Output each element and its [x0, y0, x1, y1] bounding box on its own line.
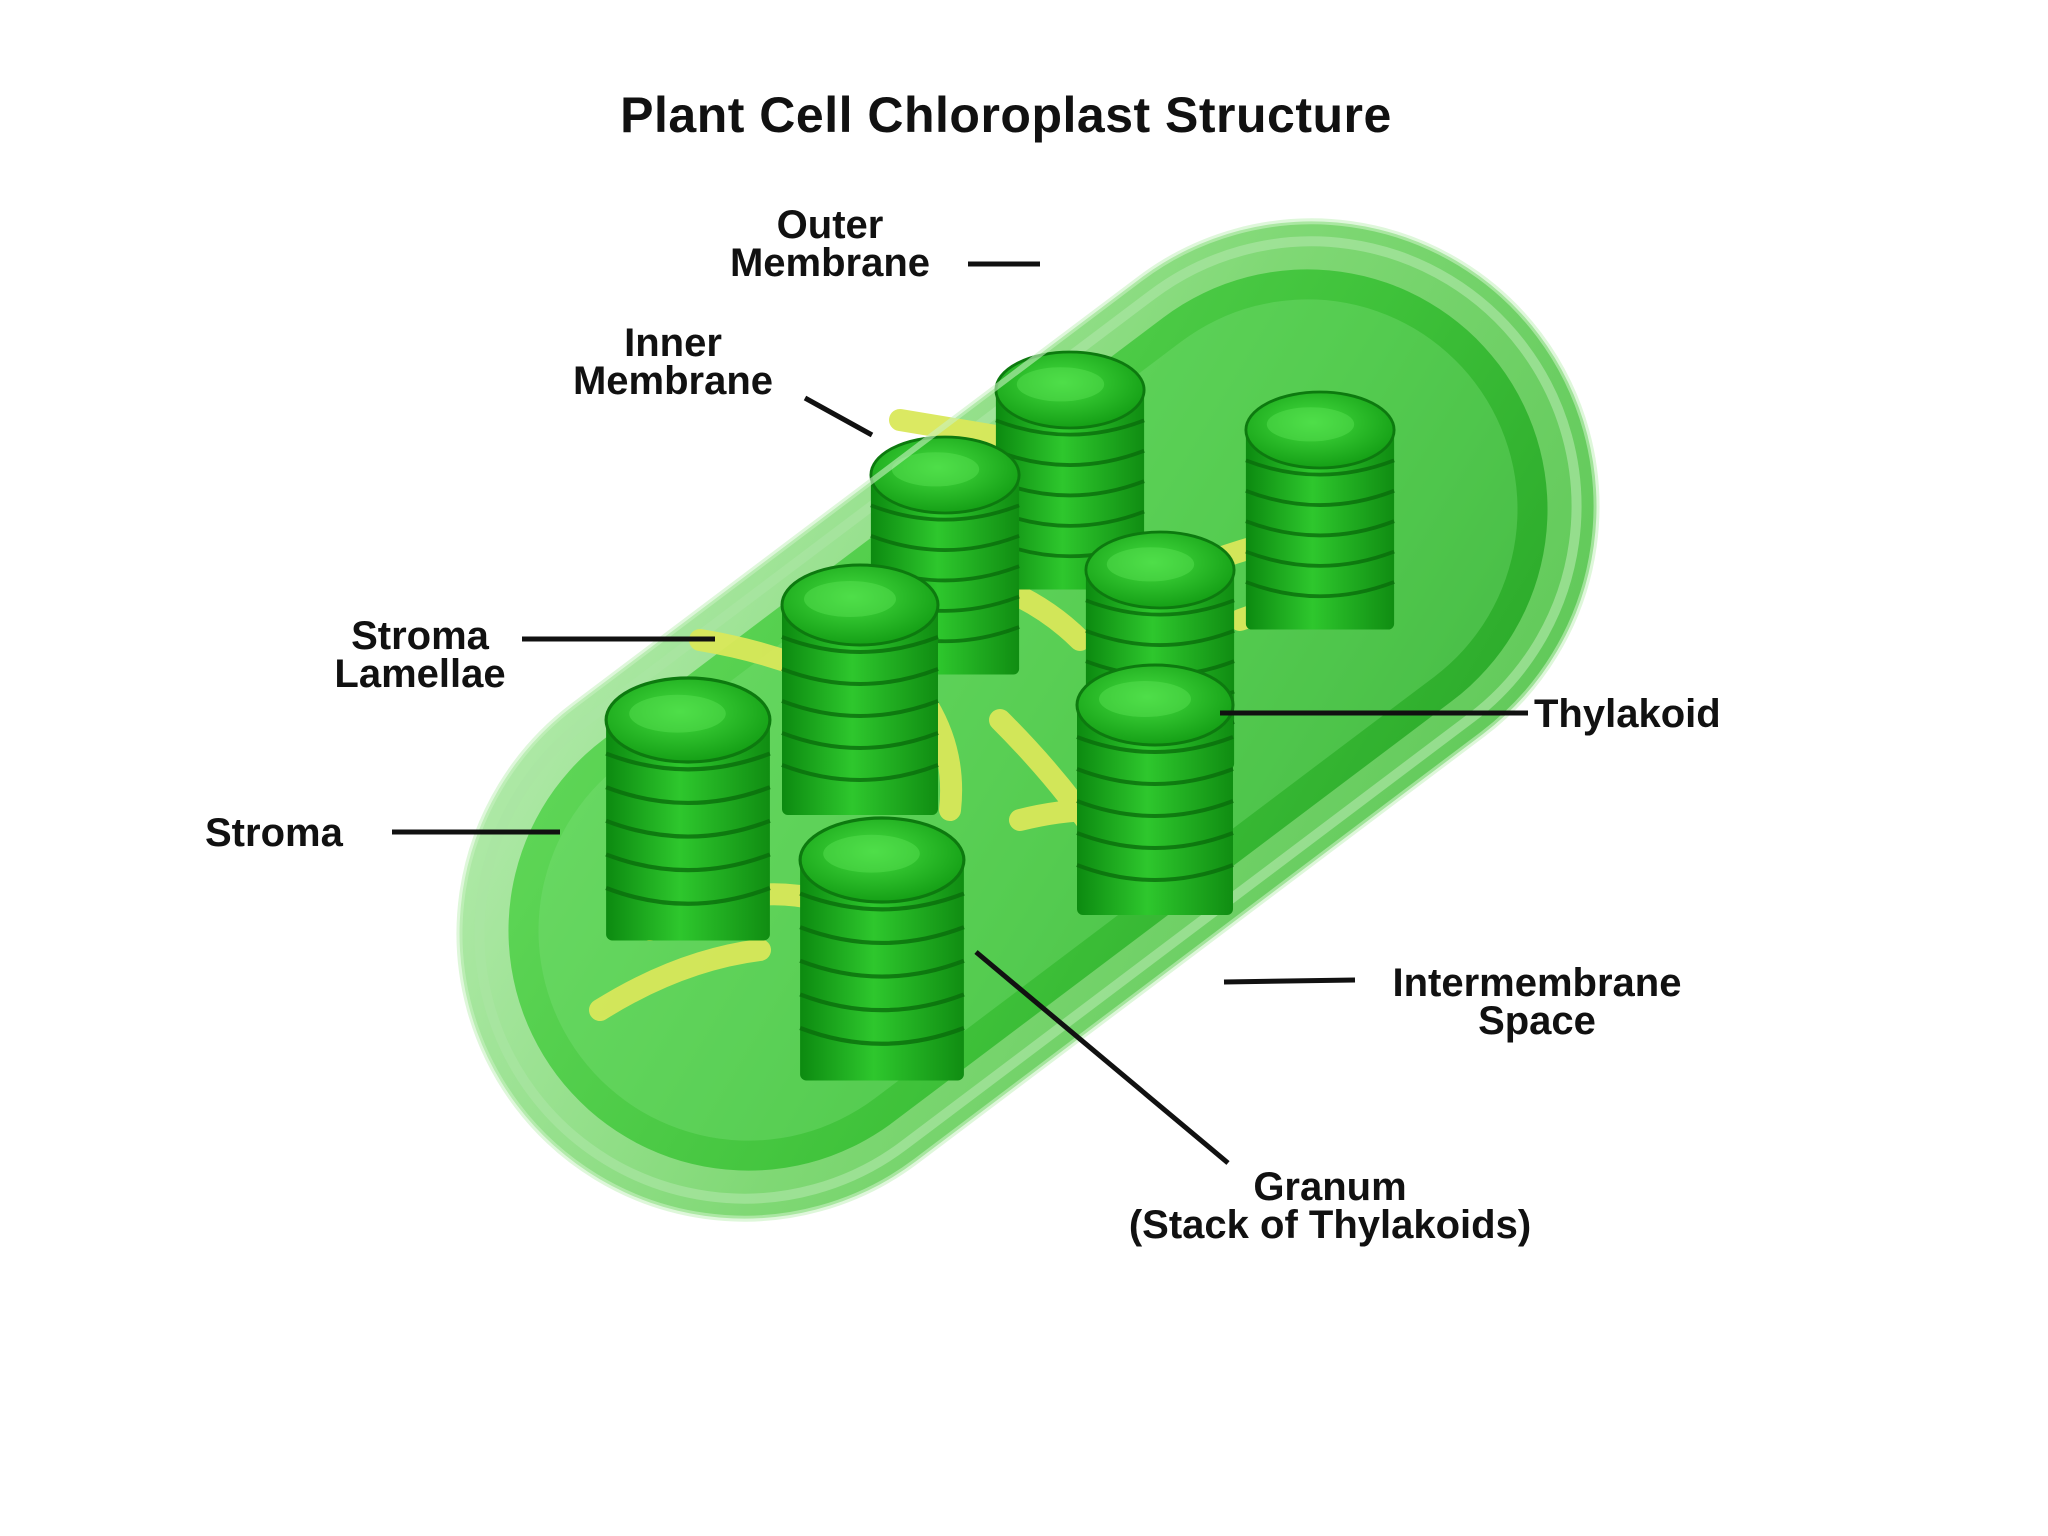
leader-line-intermembrane-space: [1223, 977, 1356, 985]
thylakoid-label: Thylakoid: [1534, 692, 1721, 736]
stroma-label-text: Stroma: [205, 811, 343, 855]
inner-membrane-label-line-2: Membrane: [572, 359, 774, 403]
granum: [1244, 390, 1396, 632]
stroma-label: Stroma: [205, 811, 343, 855]
intermembrane-space-label-line-1: Intermembrane: [1392, 961, 1682, 1005]
granum-label-line-1: Granum: [1253, 1165, 1407, 1209]
inner-membrane-label-line-1: Inner: [624, 321, 722, 365]
stroma-lamellae-label-line-1: Stroma: [351, 614, 489, 658]
outer-membrane-label-line-1: Outer: [776, 203, 884, 247]
thylakoid-label-text: Thylakoid: [1534, 692, 1721, 736]
granum-label-line-2: (Stack of Thylakoids): [1128, 1203, 1532, 1247]
outer-membrane-label: Outer Membrane: [700, 203, 960, 285]
granum-label: Granum (Stack of Thylakoids): [1070, 1165, 1590, 1247]
granum: [1075, 663, 1235, 917]
membrane-highlight: [456, 218, 1600, 1222]
leader-lines: [392, 261, 1528, 1165]
granum: [780, 563, 940, 817]
intermembrane-space-label: Intermembrane Space: [1352, 961, 1722, 1043]
granum: [800, 818, 964, 1081]
stroma-lamellae-label: Stroma Lamellae: [310, 614, 530, 696]
intermembrane-space-label-line-2: Space: [1478, 999, 1596, 1043]
granum: [606, 678, 770, 941]
stroma-lamellae-label-line-2: Lamellae: [334, 652, 506, 696]
leader-line-inner-membrane: [803, 395, 874, 438]
outer-membrane-label-line-2: Membrane: [729, 241, 931, 285]
outer-membrane-shape: [459, 221, 1597, 1219]
page-title: Plant Cell Chloroplast Structure: [620, 87, 1392, 143]
leader-line-granum: [974, 950, 1230, 1165]
inner-membrane-label: Inner Membrane: [540, 321, 806, 403]
